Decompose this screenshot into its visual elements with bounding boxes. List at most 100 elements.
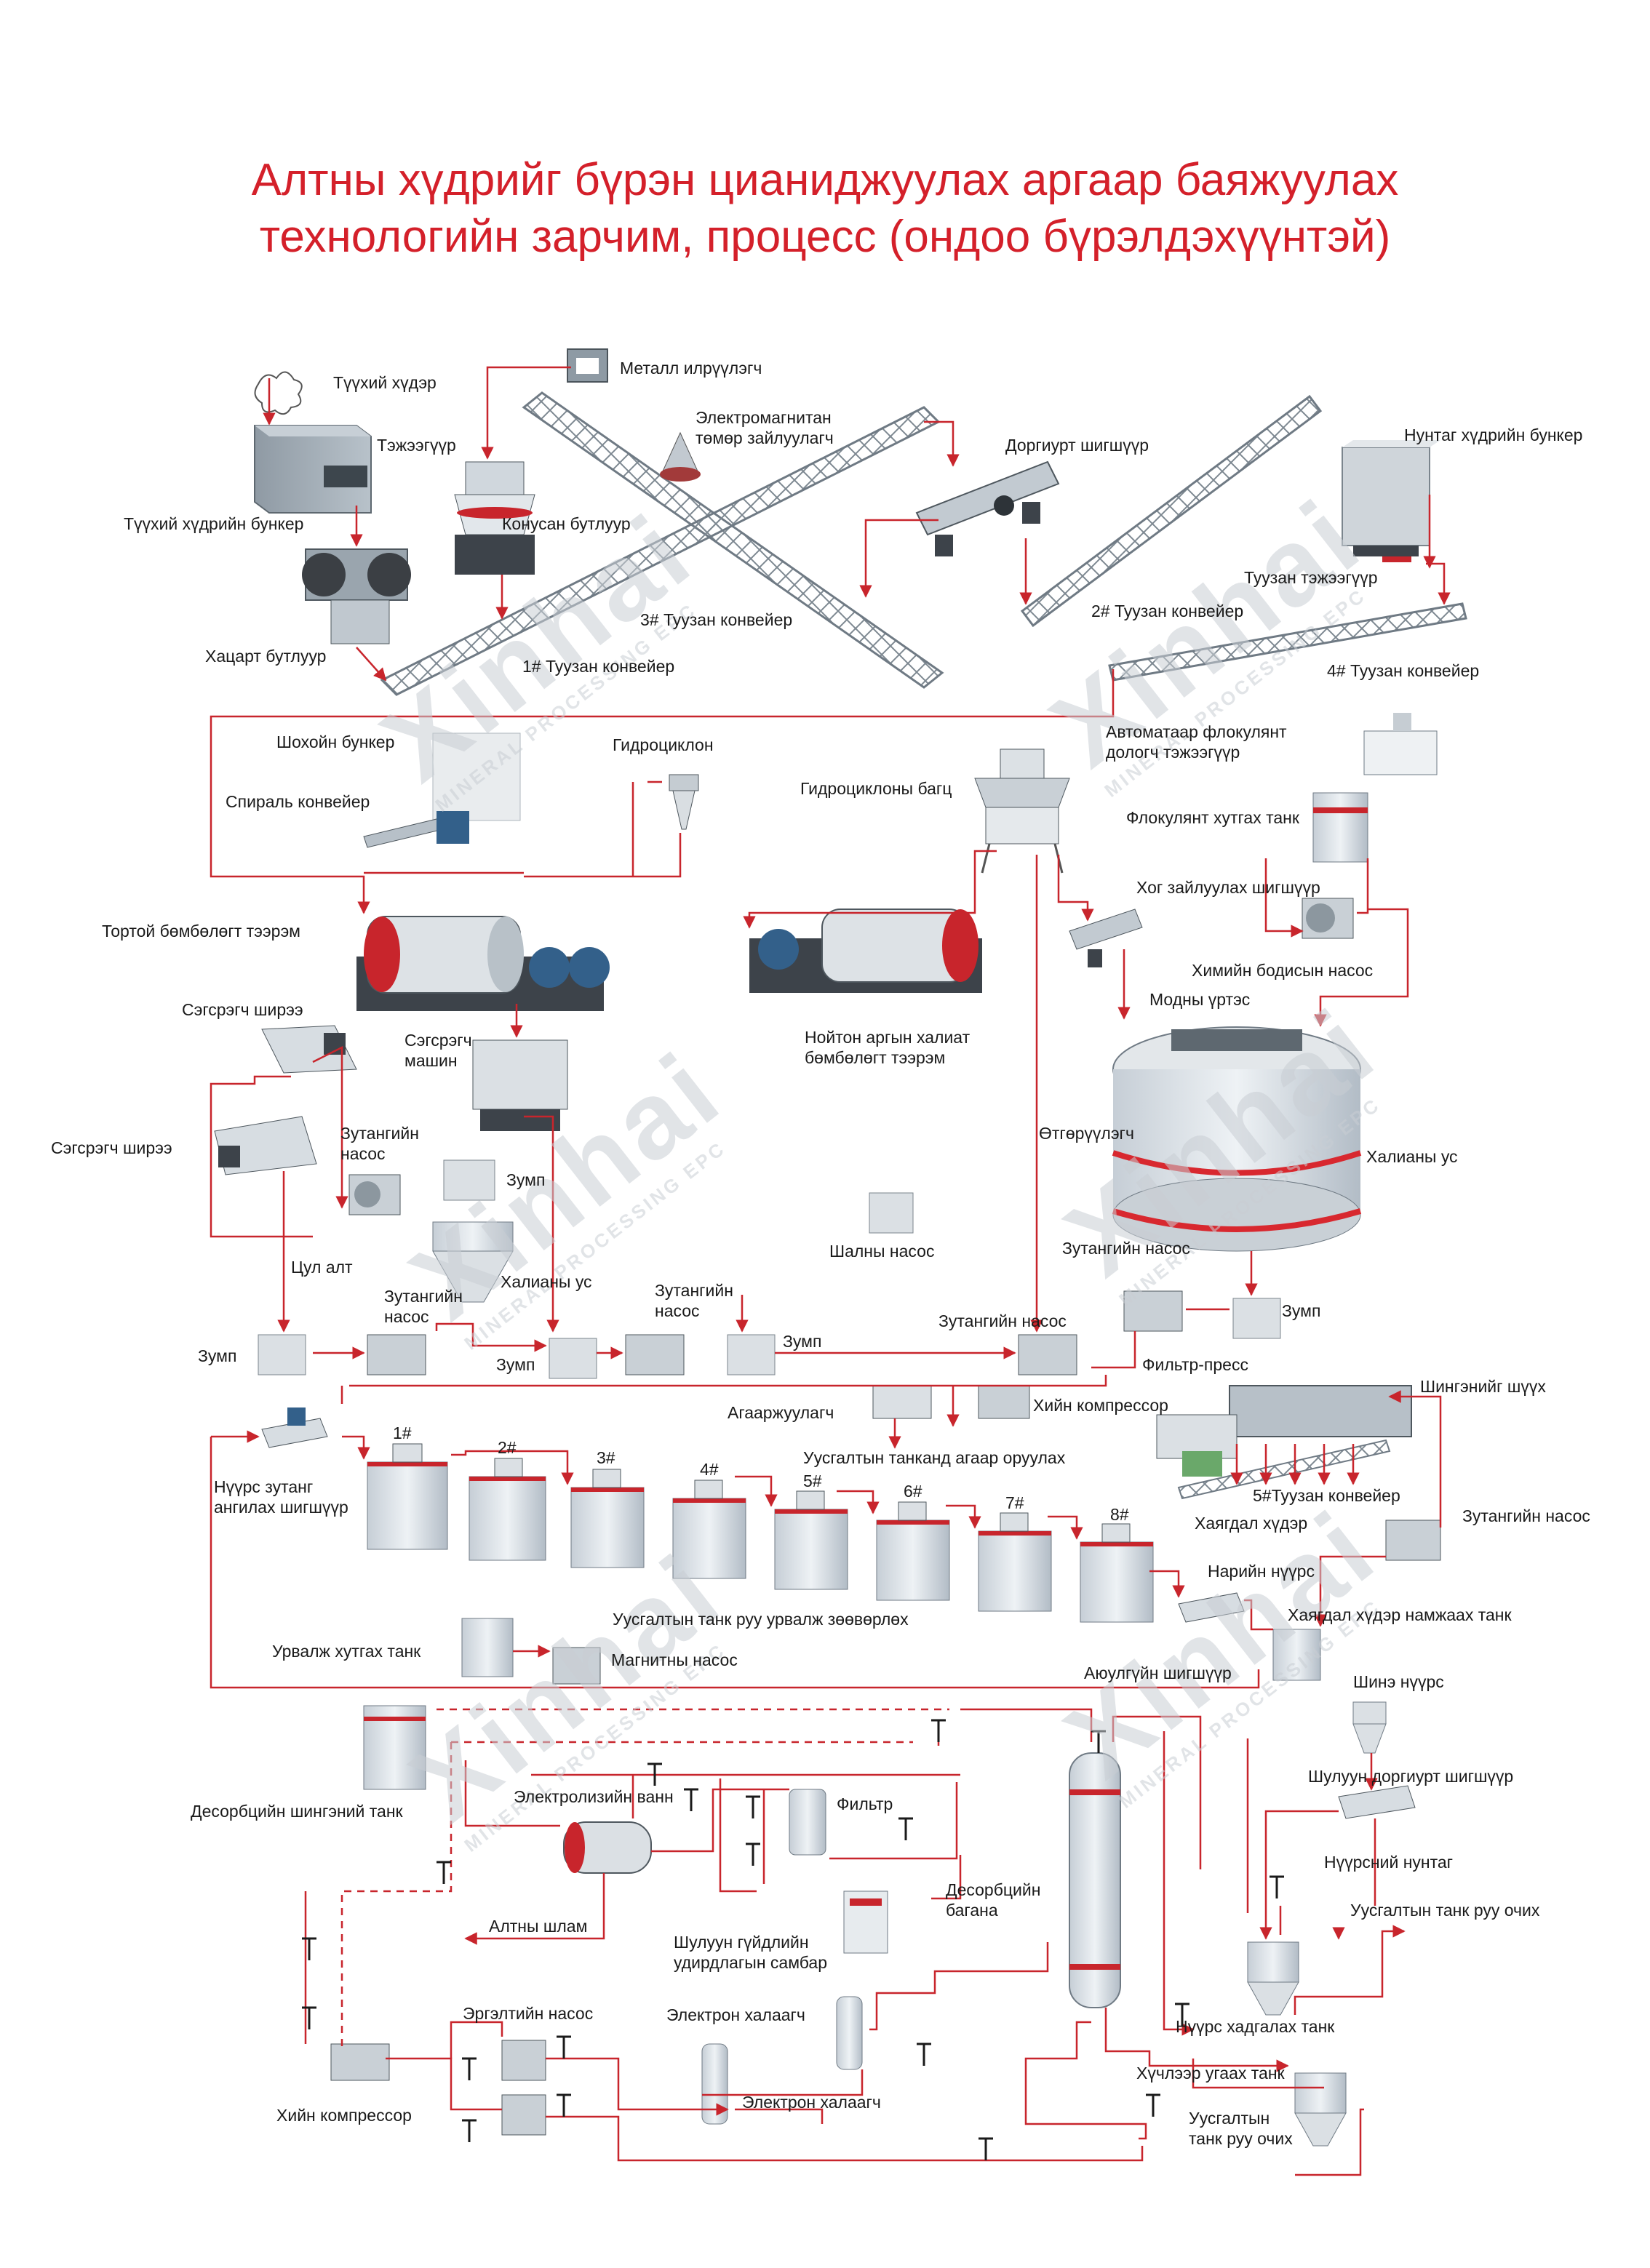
- label-tank-8: 8#: [1110, 1505, 1129, 1524]
- cone-crusher: [454, 461, 535, 575]
- label-reagent-tank: Урвалж хутгах танк: [272, 1642, 421, 1661]
- label-pure-gold: Цул алт: [291, 1258, 353, 1277]
- label-slurry-pump-b2: насос: [384, 1307, 429, 1326]
- label-tank-7: 7#: [1005, 1493, 1024, 1512]
- label-carbon-screen-2: ангилах шигшүүр: [214, 1498, 348, 1517]
- label-vibrating-screen: Доргиурт шигшүүр: [1005, 436, 1149, 455]
- label-slurry-pump-b1: Зутангийн: [384, 1287, 463, 1306]
- label-rod-ball-mill: Тортой бөмбөлөгт тээрэм: [102, 922, 300, 941]
- label-floor-pump: Шалны насос: [829, 1242, 935, 1261]
- label-cone-crusher: Конусан бутлуур: [502, 514, 631, 533]
- electric-heater-bottom: [701, 2043, 728, 2125]
- chemical-pump: [1302, 898, 1354, 939]
- carbon-screen: [261, 1407, 328, 1448]
- label-tailings: Хаягдал хүдэр: [1195, 1514, 1308, 1533]
- label-magnet-1: Электромагнитан: [696, 408, 832, 427]
- label-overflow-water-mid: Халианы ус: [501, 1272, 592, 1291]
- label-wet-overflow-mill-1: Нойтон аргын халиат: [805, 1028, 971, 1047]
- hydrocyclone-group: [974, 748, 1070, 874]
- label-slurry-pump-c1: Зутангийн: [655, 1281, 733, 1300]
- label-hydrocyclone: Гидроциклон: [613, 735, 714, 754]
- flocculant-feeder: [1363, 713, 1438, 775]
- label-tank-3: 3#: [597, 1448, 615, 1467]
- label-filter-press: Фильтр-пресс: [1142, 1355, 1248, 1374]
- pump-row: [367, 1290, 1183, 1375]
- label-electric-heater-2: Электрон халаагч: [742, 2093, 881, 2112]
- carbon-storage-tank: [1247, 1941, 1299, 2016]
- label-magnetic-pump: Магнитны насос: [611, 1650, 738, 1669]
- leach-tank-4: [672, 1480, 746, 1579]
- magnet-icon: [660, 431, 701, 482]
- label-tank-4: 4#: [700, 1460, 719, 1479]
- leach-tank-8: [1080, 1523, 1154, 1623]
- label-tank-1: 1#: [393, 1424, 412, 1442]
- floor-pump: [869, 1192, 914, 1234]
- magnetic-pump: [552, 1647, 601, 1685]
- hydrocyclone-icon: [669, 774, 699, 830]
- cone-settler: [432, 1221, 514, 1303]
- label-reagent-to-leach: Уусгалтын танк руу урвалж зөөвөрлөх: [613, 1610, 909, 1629]
- label-conveyor-1: 1# Туузан конвейер: [522, 657, 675, 676]
- label-belt-feeder: Туузан тэжээгүүр: [1244, 568, 1378, 587]
- label-slurry-pump-right: Зутангийн насос: [1062, 1239, 1190, 1258]
- dc-control-panel: [843, 1890, 888, 1954]
- label-gold-mud: Алтны шлам: [489, 1917, 588, 1936]
- air-compressor-bottom: [330, 2043, 390, 2081]
- label-slurry-pump-a1: Зутангийн: [340, 1124, 419, 1143]
- trash-screen: [1069, 909, 1143, 967]
- lime-bin: [432, 732, 521, 821]
- label-feeder: Тэжээгүүр: [377, 436, 456, 455]
- shaking-table-left: [214, 1116, 317, 1175]
- label-auto-flocculant-2: дологч тэжээгүүр: [1106, 743, 1240, 762]
- label-sump-mid2: Зумп: [783, 1332, 822, 1351]
- slurry-pump-gravity: [348, 1174, 401, 1215]
- filter-vessel: [789, 1789, 826, 1856]
- label-filtrate-drain: Шингэнийг шүүх: [1420, 1377, 1546, 1396]
- label-conveyor-2: 2# Туузан конвейер: [1091, 602, 1244, 620]
- electric-heater-top: [836, 1996, 863, 2070]
- label-overflow-water-right: Халианы ус: [1366, 1147, 1458, 1166]
- label-slurry-pump-a2: насос: [340, 1144, 386, 1163]
- label-shaking-table-left: Сэгсрэгч ширээ: [51, 1138, 172, 1157]
- label-aerator: Агааржуулагч: [728, 1403, 834, 1422]
- label-raw-ore-bin: Түүхий хүдрийн бункер: [124, 514, 304, 533]
- sump-gravity: [443, 1159, 495, 1201]
- label-fine-carbon: Нарийн нүүрс: [1208, 1562, 1315, 1581]
- label-trash-screen: Хог зайлуулах шигшүүр: [1136, 878, 1320, 897]
- label-air-compressor-top: Хийн компрессор: [1033, 1396, 1168, 1415]
- label-fine-ore-bin: Нунтаг хүдрийн бункер: [1404, 426, 1583, 444]
- label-sump-mid1: Зумп: [496, 1355, 535, 1374]
- label-wood-chips: Модны үртэс: [1149, 990, 1251, 1009]
- acid-wash-tank: [1294, 2072, 1347, 2147]
- leach-tank-3: [570, 1469, 645, 1568]
- vibrating-screen: [915, 460, 1060, 556]
- leach-tank-7: [978, 1512, 1052, 1612]
- label-conveyor-4: 4# Туузан конвейер: [1327, 661, 1480, 680]
- label-new-carbon: Шинэ нүүрс: [1353, 1672, 1444, 1691]
- flocculant-tank: [1312, 792, 1368, 863]
- leach-tanks: [367, 1443, 1154, 1623]
- rod-ball-mill: [356, 916, 610, 1011]
- safety-screen: [1178, 1592, 1245, 1623]
- reagent-tank: [461, 1618, 514, 1677]
- sump-row: [258, 1298, 1281, 1379]
- label-linear-vib-screen: Шулуун доргиурт шигшүүр: [1308, 1767, 1514, 1786]
- label-desorption-column-1: Десорбцийн: [946, 1880, 1041, 1899]
- label-to-leach-tank-2a: Уусгалтын: [1189, 2109, 1270, 2128]
- label-sump-left: Зумп: [198, 1346, 237, 1365]
- wet-overflow-ball-mill: [749, 909, 982, 993]
- shaking-machine: [472, 1039, 568, 1131]
- label-circulation-pump: Эргэлтийн насос: [463, 2004, 594, 2023]
- label-electric-heater-1: Электрон халаагч: [666, 2005, 805, 2024]
- leach-tank-6: [876, 1501, 950, 1601]
- label-wet-overflow-mill-2: бөмбөлөгт тээрэм: [805, 1048, 946, 1067]
- new-carbon-hopper: [1352, 1701, 1387, 1754]
- label-carbon-screen-1: Нүүрс зутанг: [214, 1477, 314, 1496]
- page-title-line-1: Алтны хүдрийг бүрэн цианиджуулах аргаар …: [251, 155, 1399, 205]
- label-shaking-table-top: Сэгсрэгч ширээ: [182, 1000, 303, 1019]
- label-magnet-2: төмөр зайлуулагч: [696, 428, 834, 447]
- label-slurry-pump-d: Зутангийн насос: [938, 1311, 1067, 1330]
- filter-press: [1156, 1385, 1412, 1477]
- slurry-pump-tailings: [1385, 1520, 1441, 1561]
